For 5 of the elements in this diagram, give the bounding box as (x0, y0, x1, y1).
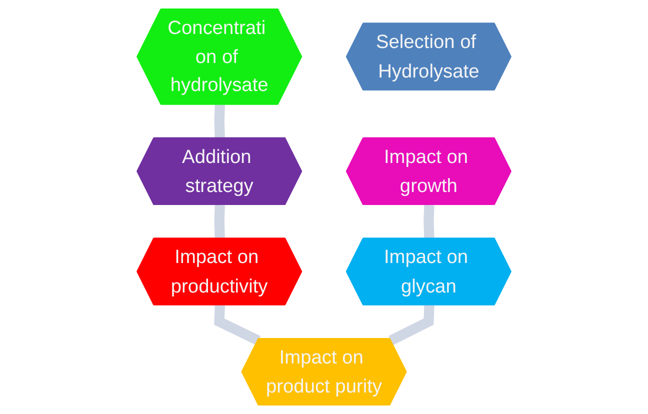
connector (424, 204, 434, 239)
connector (388, 305, 434, 346)
connector (214, 305, 261, 346)
connector (214, 204, 225, 239)
connector (214, 104, 225, 139)
